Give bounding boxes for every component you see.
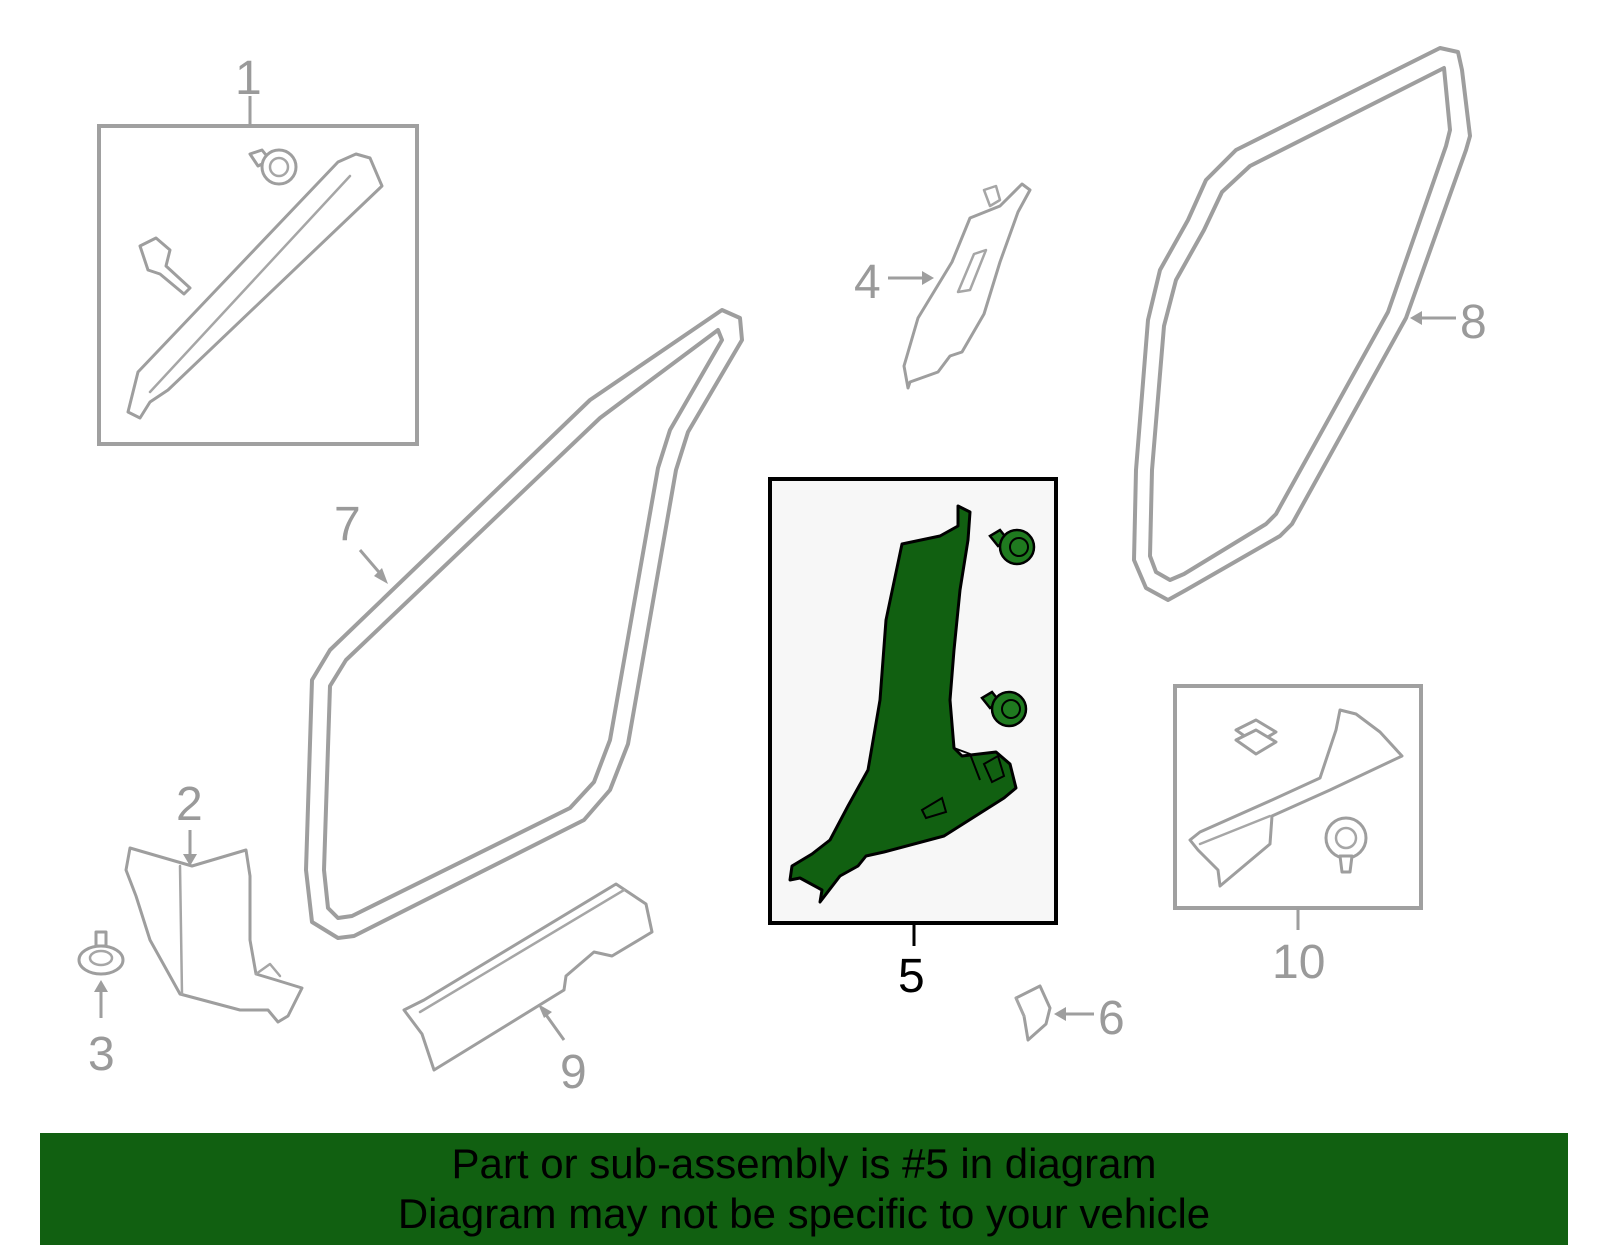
banner-line-2: Diagram may not be specific to your vehi… xyxy=(397,1190,1211,1237)
part-7-weatherstrip-inner xyxy=(322,328,724,920)
part-1-box xyxy=(97,124,419,446)
callout-3: 3 xyxy=(88,1028,115,1081)
callout-10: 10 xyxy=(1272,936,1325,989)
callout-4: 4 xyxy=(854,256,881,309)
part-1-group[interactable]: 1 xyxy=(97,52,419,446)
banner-line-1: Part or sub-assembly is #5 in diagram xyxy=(451,1140,1157,1187)
part-10-group[interactable]: 10 xyxy=(1173,684,1423,989)
info-banner: Part or sub-assembly is #5 in diagram Di… xyxy=(40,1133,1568,1245)
part-5-clip-upper xyxy=(988,528,1036,566)
part-8-weatherstrip-inner xyxy=(1148,66,1452,582)
part-9-group[interactable]: 9 xyxy=(402,882,654,1099)
part-4-group[interactable]: 4 xyxy=(854,182,1032,390)
part-5-group[interactable]: 5 xyxy=(768,477,1058,1003)
part-8-group[interactable]: 8 xyxy=(1132,46,1487,602)
part-1-clip-side xyxy=(138,236,192,296)
callout-5: 5 xyxy=(898,950,925,1003)
part-6-group[interactable]: 6 xyxy=(1014,984,1125,1045)
callout-8: 8 xyxy=(1460,296,1487,349)
part-4-trim xyxy=(902,182,1032,390)
part-7-weatherstrip-outer xyxy=(304,308,744,940)
callout-9: 9 xyxy=(560,1046,587,1099)
part-10-clip-nut xyxy=(1234,718,1278,756)
callout-1: 1 xyxy=(235,52,262,105)
part-9-scuff-plate xyxy=(402,882,654,1072)
part-6-clip xyxy=(1014,984,1052,1042)
part-2-kick-panel xyxy=(124,846,304,1024)
part-1-trim xyxy=(126,152,384,420)
callout-6: 6 xyxy=(1098,992,1125,1045)
part-1-clip-top xyxy=(248,148,298,186)
callout-7: 7 xyxy=(334,498,361,551)
part-10-scuff-plate xyxy=(1188,708,1404,888)
part-5-pillar-trim xyxy=(788,504,1018,904)
part-2-group[interactable]: 2 xyxy=(124,778,304,1024)
part-10-clip-push xyxy=(1324,816,1368,874)
part-3-group[interactable]: 3 xyxy=(77,930,125,1081)
part-3-clip xyxy=(77,944,125,976)
callout-2: 2 xyxy=(176,778,203,831)
part-5-clip-lower xyxy=(980,690,1028,728)
part-8-weatherstrip-outer xyxy=(1132,46,1472,602)
part-7-group[interactable]: 7 xyxy=(304,308,744,940)
